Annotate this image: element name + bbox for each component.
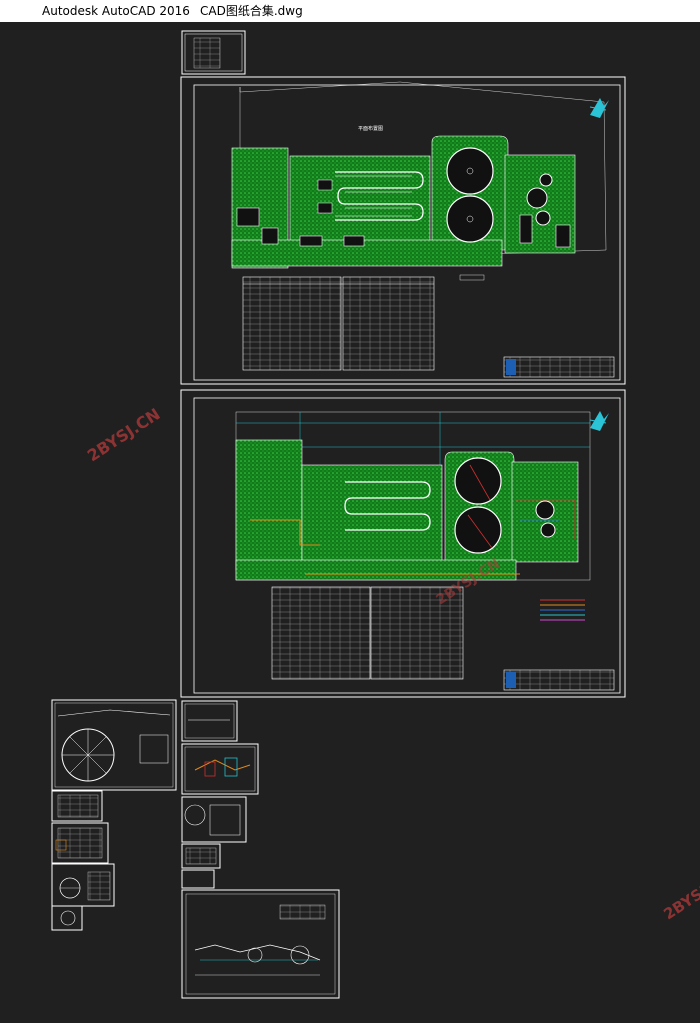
watermark-text-3: 2BYSJ.CN [660, 866, 700, 923]
legend [540, 599, 585, 621]
section-detail-sheet[interactable] [181, 700, 238, 742]
small-tank-sheet[interactable] [51, 863, 115, 931]
detail-sheet-d[interactable] [181, 843, 221, 889]
pipeline-plan-sheet-2[interactable] [180, 389, 626, 698]
tank-plan-sheet[interactable] [51, 699, 177, 791]
north-arrow-icon [589, 98, 609, 118]
equipment-sheet[interactable] [181, 743, 259, 795]
table-sheet-a[interactable] [51, 790, 103, 822]
cover-sheet[interactable] [181, 30, 246, 75]
profile-sheet[interactable] [181, 889, 340, 999]
svg-text:平面布置图: 平面布置图 [358, 125, 383, 132]
app-title: Autodesk AutoCAD 2016 [42, 4, 190, 18]
drawing-svg[interactable]: 平面布置图 [0, 22, 700, 1019]
site-plan-sheet-1[interactable]: 平面布置图 [180, 76, 626, 385]
table-sheet-b[interactable] [51, 822, 109, 864]
north-arrow-icon [589, 411, 609, 431]
watermark-text-1: 2BYSJ.CN [84, 404, 164, 465]
file-name: CAD图纸合集.dwg [200, 4, 303, 18]
detail-sheet-c[interactable] [181, 796, 247, 843]
drawing-canvas[interactable]: 平面布置图 [0, 22, 700, 1019]
title-bar: Autodesk AutoCAD 2016 CAD图纸合集.dwg [0, 0, 700, 22]
